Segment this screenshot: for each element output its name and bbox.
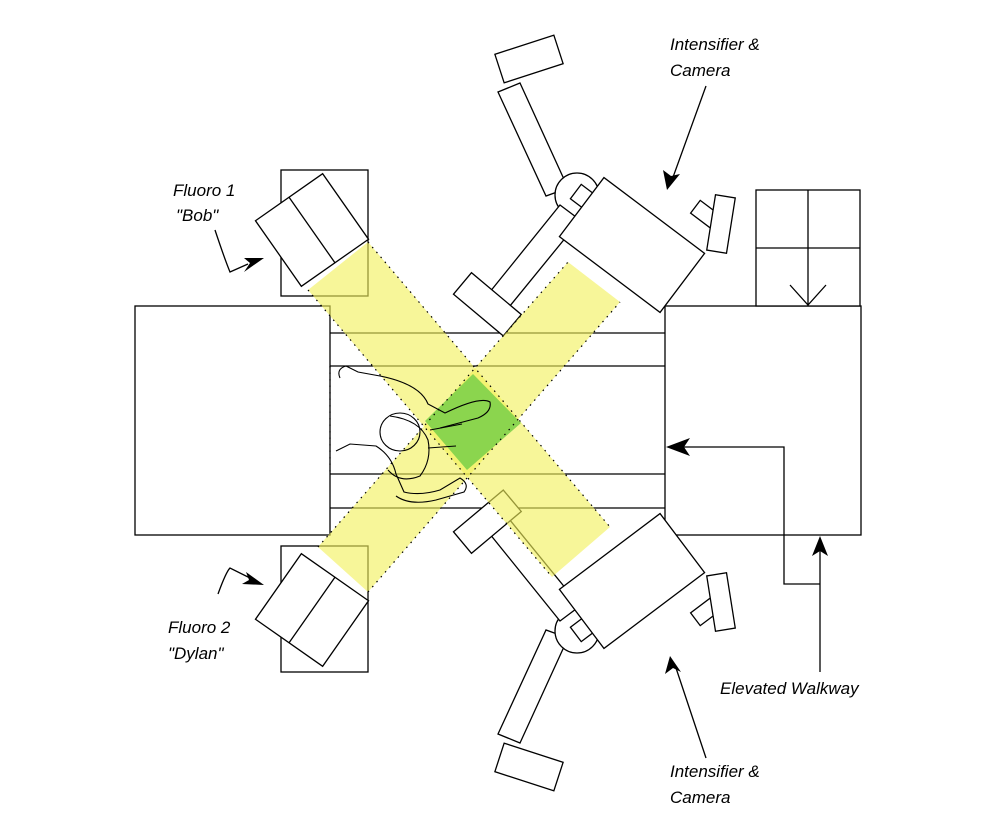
person-figure — [335, 365, 491, 503]
intensifier-top-arrow-icon — [663, 170, 680, 190]
intensifier-top-label-line2: Camera — [670, 61, 730, 80]
callout-arrows — [214, 85, 828, 759]
left-platform — [134, 305, 331, 536]
fluoro1-label-line1: Fluoro 1 — [173, 181, 235, 200]
walkway-label-arrow-icon — [812, 536, 828, 556]
fluoro2-label-line1: Fluoro 2 — [168, 618, 231, 637]
fluoro1-label-line2: "Bob" — [176, 206, 219, 225]
intensifier-bottom-label-line1: Intensifier & — [670, 762, 760, 781]
bottom-c-arm — [452, 489, 737, 792]
intensifier-top-label-line1: Intensifier & — [670, 35, 760, 54]
walkway-arrow-icon — [666, 438, 690, 456]
right-platform — [664, 189, 862, 585]
beam-edges — [307, 241, 621, 593]
top-intensifier-camera — [558, 176, 706, 314]
stairs-down-arrow-icon — [789, 284, 827, 306]
fluoro1-arrow-icon — [244, 258, 264, 272]
fluoro2-unit — [254, 545, 370, 673]
intensifier-bottom-label-line2: Camera — [670, 788, 730, 807]
fluoro2-label-line2: "Dylan" — [168, 644, 224, 663]
bottom-intensifier-camera — [558, 512, 706, 650]
top-c-arm — [452, 34, 737, 337]
intensifier-bottom-arrow-icon — [665, 656, 681, 674]
walkway-label: Elevated Walkway — [720, 679, 860, 698]
walkway-route-line — [680, 446, 820, 585]
fluoro2-arrow-icon — [242, 572, 264, 585]
